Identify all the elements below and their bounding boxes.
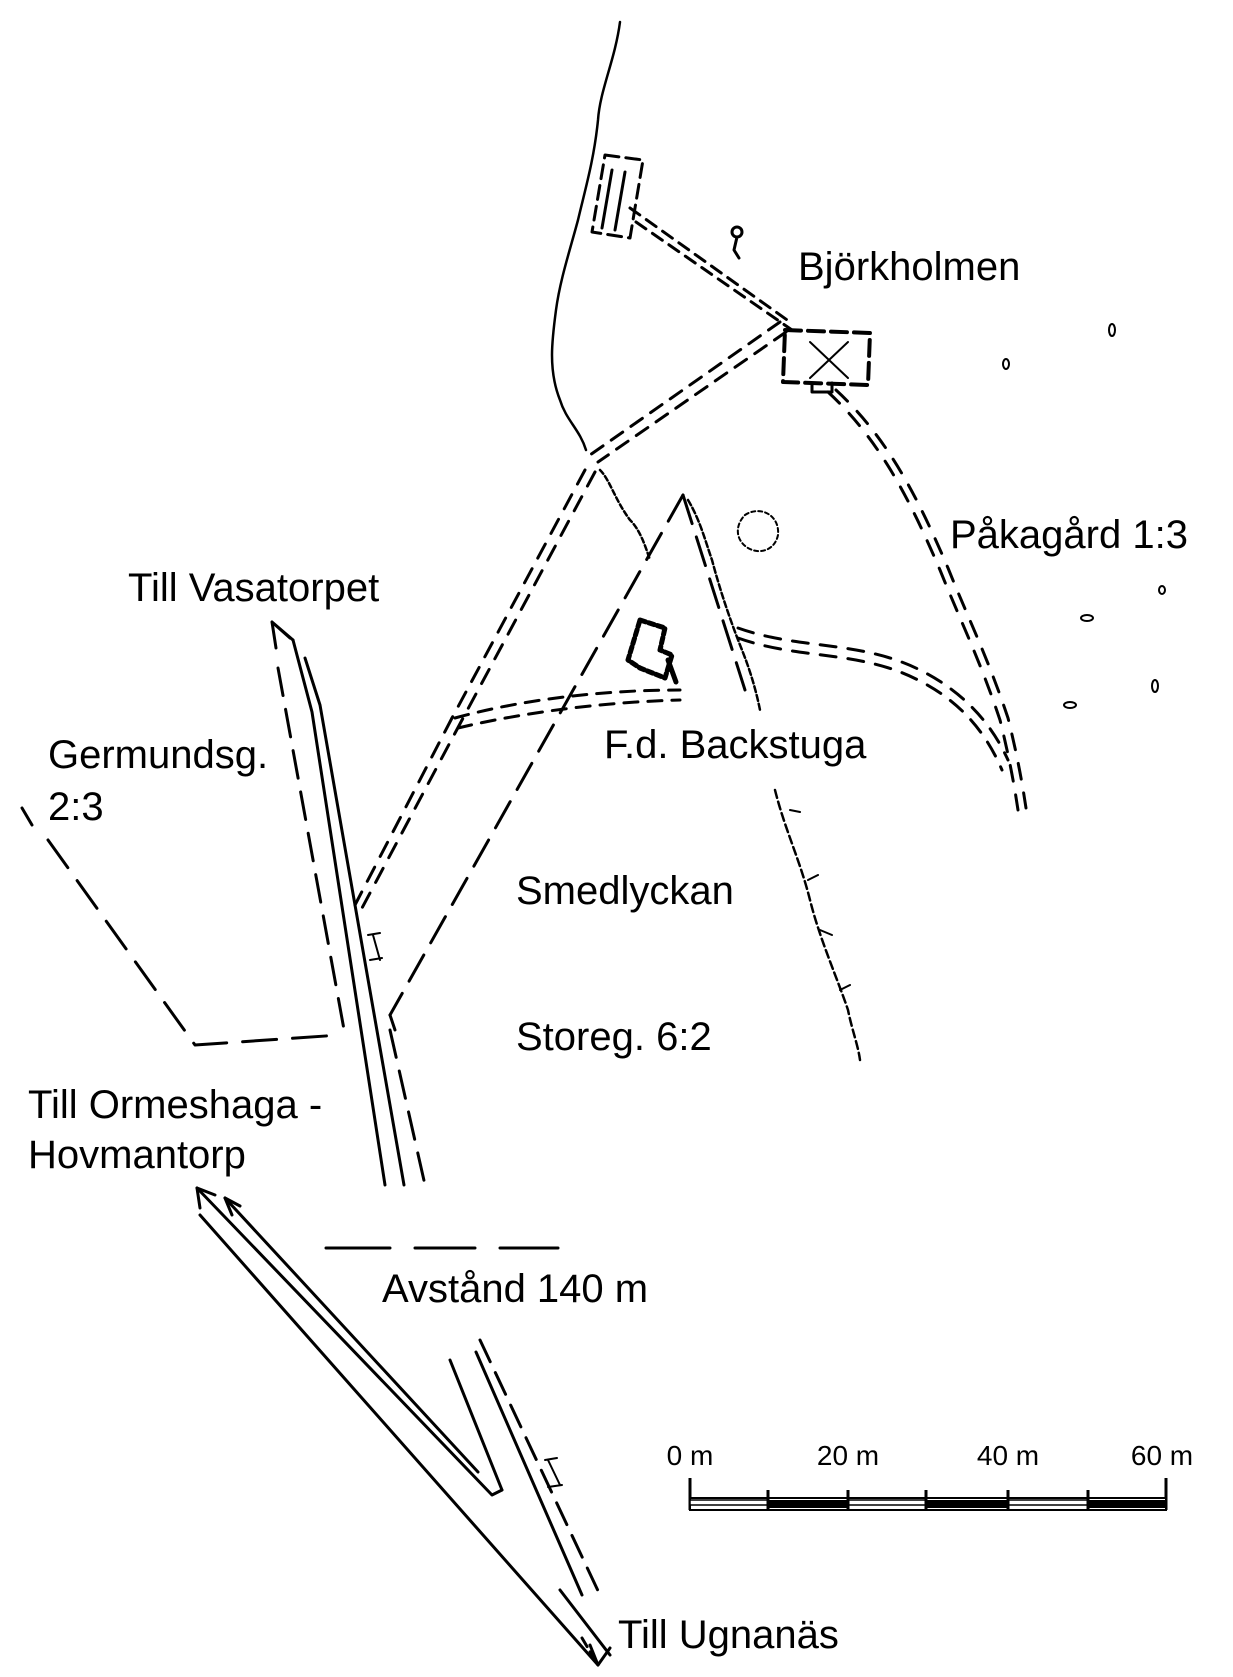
label-avstand: Avstånd 140 m [382, 1267, 649, 1311]
main-road-west [291, 638, 387, 1187]
label-pakagard: Påkagård 1:3 [950, 513, 1188, 557]
label-till-ormeshaga-line1: Till Ormeshaga - [28, 1083, 323, 1127]
label-till-ormeshaga-line2: Hovmantorp [28, 1133, 246, 1177]
label-till-ugnanas: Till Ugnanäs [618, 1613, 839, 1657]
well-marker [730, 225, 744, 260]
stone-wall-southeast [773, 788, 862, 1062]
scale-label-20: 20 m [816, 1440, 880, 1471]
arrow-ormeshaga [195, 1186, 217, 1210]
label-storeg: Storeg. 6:2 [516, 1015, 712, 1059]
stone-wall-east [686, 498, 762, 712]
scale-label-0: 0 m [666, 1440, 714, 1471]
label-till-vasatorpet: Till Vasatorpet [128, 566, 380, 610]
label-bjorkholmen: Björkholmen [798, 245, 1021, 289]
building-bjorkholmen [781, 328, 872, 387]
smedlyckan-east-edge [681, 493, 747, 692]
label-germundsg-line2: 2:3 [48, 785, 104, 829]
scale-label-40: 40 m [976, 1440, 1040, 1471]
scale-bar [688, 1478, 1168, 1511]
field-boundary-wavy [550, 20, 622, 452]
germundsg-boundary [20, 806, 342, 1047]
backstuga-ruin [625, 617, 675, 681]
smedlyckan-west-edge [388, 493, 685, 1017]
road-ormeshaga-1 [195, 1186, 504, 1497]
label-smedlyckan: Smedlyckan [516, 869, 734, 913]
arrow-ugnanas [588, 1643, 612, 1667]
road-ormeshaga-2 [198, 1213, 600, 1667]
pond [736, 510, 780, 553]
main-road-east [303, 656, 406, 1187]
label-fd-backstuga: F.d. Backstuga [604, 723, 867, 767]
label-germundsg-line1: Germundsg. [48, 733, 269, 777]
building-top [590, 153, 645, 240]
scale-label-60: 60 m [1130, 1440, 1194, 1471]
arrow-vasatorpet [270, 620, 295, 650]
